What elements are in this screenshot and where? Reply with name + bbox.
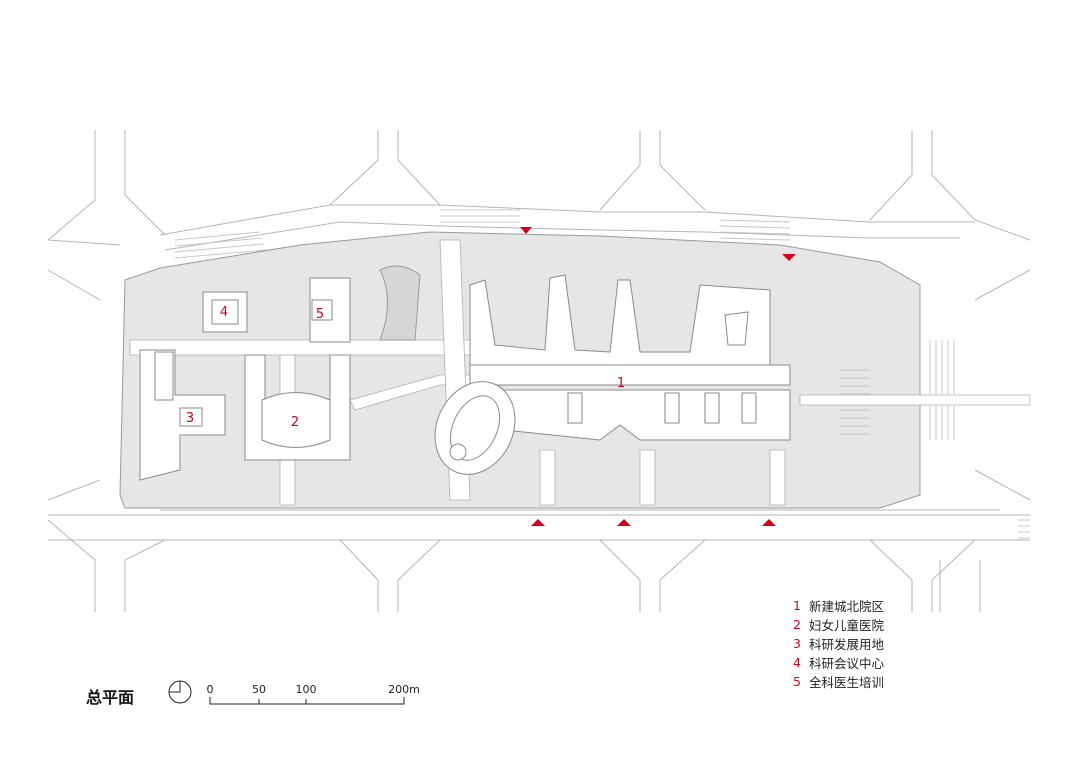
building-label-2: 2 — [291, 415, 299, 430]
legend-number: 1 — [793, 598, 801, 613]
curved-walkway — [379, 265, 421, 341]
crosswalks — [174, 209, 1030, 539]
building-label-1: 1 — [617, 376, 625, 391]
entrance-marker-bottom-2 — [617, 519, 631, 526]
building-3-research — [139, 349, 226, 481]
building-2-women-children — [244, 354, 351, 461]
entrance-marker-top-2 — [782, 254, 796, 261]
legend-item: 4 科研会议中心 — [793, 653, 884, 672]
building-label-4: 4 — [220, 305, 228, 320]
entrance-marker-bottom-1 — [531, 519, 545, 526]
entrance-markers — [520, 227, 796, 526]
building-5-training — [309, 277, 351, 343]
legend-item: 1 新建城北院区 — [793, 596, 884, 615]
scale-label-200: 200m — [388, 683, 420, 696]
scale-label-0: 0 — [207, 683, 214, 696]
building-label-5: 5 — [316, 307, 324, 322]
scale-bar: 0 50 100 200m — [207, 683, 420, 705]
legend-item: 5 全科医生培训 — [793, 672, 884, 691]
oval-building — [434, 381, 516, 475]
scale-label-50: 50 — [252, 683, 266, 696]
parking-area — [840, 369, 870, 435]
legend-item: 3 科研发展用地 — [793, 634, 884, 653]
legend: 1 新建城北院区 2 妇女儿童医院 3 科研发展用地 4 科研会议中心 5 全科… — [793, 596, 884, 691]
legend-number: 2 — [793, 617, 801, 632]
legend-text: 全科医生培训 — [809, 675, 885, 690]
road-network — [47, 130, 1031, 612]
legend-text: 科研会议中心 — [809, 656, 885, 671]
north-arrow-icon — [168, 680, 192, 704]
legend-text: 科研发展用地 — [809, 637, 885, 652]
scale-label-100: 100 — [296, 683, 317, 696]
legend-number: 5 — [793, 674, 801, 689]
legend-text: 新建城北院区 — [809, 599, 885, 614]
building-1-main-hospital — [469, 274, 791, 441]
legend-number: 4 — [793, 655, 801, 670]
legend-number: 3 — [793, 636, 801, 651]
plan-title: 总平面 — [86, 688, 135, 707]
legend-item: 2 妇女儿童医院 — [793, 615, 884, 634]
building-label-3: 3 — [186, 411, 194, 426]
building-4-conference — [202, 291, 248, 333]
legend-text: 妇女儿童医院 — [809, 618, 885, 633]
entrance-marker-top-1 — [520, 227, 532, 234]
entrance-marker-bottom-3 — [762, 519, 776, 526]
